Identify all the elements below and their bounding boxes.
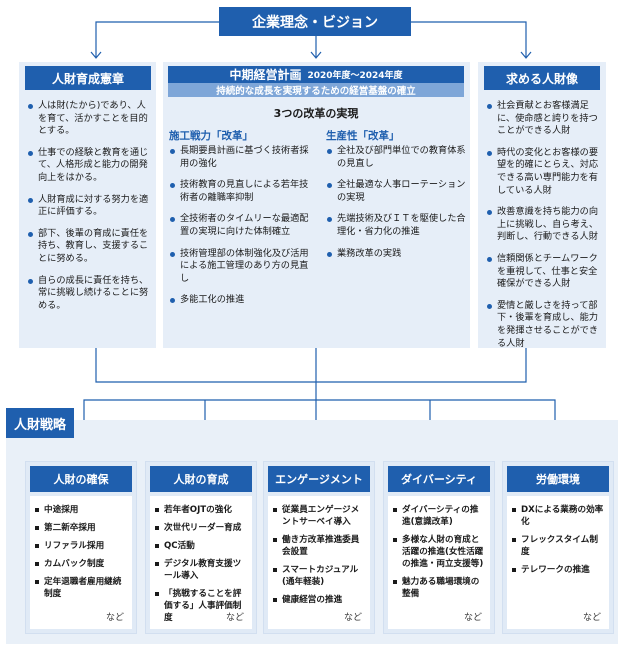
productivity-reform-item: 全社及び部門単位での教育体系の見直し [326,145,466,170]
strategy-title: 労働環境 [507,466,609,492]
strategy-item: カムバック制度 [35,558,128,570]
construction-reform-item: 技術管理部の体制強化及び活用による施工管理のあり方の見直し [169,248,317,286]
ideal-person-item: 信頼関係とチームワークを重視して、仕事と安全確保ができる人財 [486,253,602,291]
strategy-card: 人財の確保中途採用第二新卒採用リファラル採用カムバック制度定年退職者雇用継続制度… [25,461,137,634]
strategy-items-box: 若年者OJTの強化次世代リーダー育成 QC活動デジタル教育支援ツール導入「挑戦する… [150,496,252,629]
etc-label: など [463,613,482,623]
plan-title: 中期経営計画 2020年度〜2024年度 [168,66,464,83]
strategy-title: 人財の確保 [30,466,132,492]
strategy-item: デジタル教育支援ツール導入 [155,558,248,582]
ideal-person-item: 時代の変化とお客様の要望を的確にとらえ、対応できる高い専門能力を有している人財 [486,147,602,197]
strategy-item: 働き方改革推進委員会設置 [273,534,366,558]
center-panel [163,62,470,348]
construction-reform-item: 技術教育の見直しによる若年技術者の離職率抑制 [169,179,317,204]
productivity-reform-item: 業務改革の実践 [326,248,466,261]
strategy-item: スマートカジュアル(通年軽装) [273,564,366,588]
reform-heading: 3つの改革の実現 [273,107,359,120]
reform-col2-title: 生産性「改革」 [326,130,400,142]
plan-subtitle: 持続的な成長を実現するための経営基盤の確立 [168,83,464,97]
strategy-item: フレックスタイム制度 [512,534,605,558]
arrow-left [90,51,102,59]
left-panel [19,62,156,348]
etc-label: など [343,613,362,623]
strategy-items-box: DXによる業務の効率化フレックスタイム制度テレワークの推進など [507,496,609,629]
arrow-center [310,51,322,59]
strategy-items-box: ダイバーシティの推進(意識改革) 多様な人財の育成と活躍の推進(女性活躍の推進・両… [388,496,490,629]
charter-item: 人は財(たから)であり、人を育て、活かすことを目的とする。 [27,100,151,138]
strategy-item: 若年者OJTの強化 [155,504,248,516]
strategy-item: ダイバーシティの推進(意識改革) [393,504,486,528]
strategy-items-box: 中途採用第二新卒採用リファラル採用カムバック制度定年退職者雇用継続制度など [30,496,132,629]
strategy-item: リファラル採用 [35,540,128,552]
productivity-reform-item: 先端技術及びＩＴを駆使した合理化・省力化の推進 [326,213,466,238]
strategy-item: 魅力ある職場環境の整備 [393,576,486,600]
strategy-card: ダイバーシティダイバーシティの推進(意識改革) 多様な人財の育成と活躍の推進(女性… [383,461,495,634]
construction-reform-item: 多能工化の推進 [169,294,317,307]
etc-label: など [582,613,601,623]
charter-item: 自らの成長に責任を持ち、常に挑戦し続けることに努める。 [27,275,151,313]
charter-item: 仕事での経験と教育を通じて、人格形成と能力の開発向上をはかる。 [27,147,151,185]
etc-label: など [105,613,124,623]
ideal-person-item: 改善意識を持ち能力の向上に挑戦し、自ら考え、判断し、行動できる人財 [486,206,602,244]
left-list: 人は財(たから)であり、人を育て、活かすことを目的とする。仕事での経験と教育を通… [27,100,151,321]
strategy-item: 従業員エンゲージメントサーベイ導入 [273,504,366,528]
ideal-person-item: 愛情と厳しさを持って部下・後輩を育成し、能力を発揮させることができる人財 [486,300,602,350]
strategy-label: 人財戦略 [6,408,74,438]
arrow-right [520,51,532,59]
strategy-item: 中途採用 [35,504,128,516]
charter-item: 部下、後輩の育成に責任を持ち、教育し、支援することに努める。 [27,228,151,266]
plan-period: 2020年度〜2024年度 [307,71,403,81]
strategy-card: エンゲージメント従業員エンゲージメントサーベイ導入働き方改革推進委員会設置スマー… [263,461,375,634]
strategy-title: エンゲージメント [268,466,370,492]
right-title: 求める人財像 [484,66,600,90]
strategy-title: ダイバーシティ [388,466,490,492]
reform-col1-list: 長期要員計画に基づく技術者採用の強化技術教育の見直しによる若年技術者の離職率抑制… [169,145,317,316]
strategy-item: 健康経営の推進 [273,594,366,606]
strategy-item: 第二新卒採用 [35,522,128,534]
strategy-title: 人財の育成 [150,466,252,492]
productivity-reform-item: 全社最適な人事ローテーションの実現 [326,179,466,204]
vision-header: 企業理念・ビジョン [219,7,411,36]
right-panel [478,62,606,348]
strategy-card: 人財の育成若年者OJTの強化次世代リーダー育成 QC活動デジタル教育支援ツール導入… [145,461,257,634]
strategy-card: 労働環境 DXによる業務の効率化フレックスタイム制度テレワークの推進など [502,461,614,634]
strategy-item: 次世代リーダー育成 [155,522,248,534]
left-title: 人財育成憲章 [25,66,151,90]
strategy-item: テレワークの推進 [512,564,605,576]
strategy-items-box: 従業員エンゲージメントサーベイ導入働き方改革推進委員会設置スマートカジュアル(通… [268,496,370,629]
right-list: 社会貢献とお客様満足に、使命感と誇りを持つことができる人財時代の変化とお客様の要… [486,100,602,359]
strategy-item: 定年退職者雇用継続制度 [35,576,128,600]
strategy-item: 「挑戦することを評価する」人事評価制度 [155,588,248,624]
construction-reform-item: 長期要員計画に基づく技術者採用の強化 [169,145,317,170]
etc-label: など [225,613,244,623]
strategy-item: QC活動 [155,540,248,552]
reform-col2-list: 全社及び部門単位での教育体系の見直し全社最適な人事ローテーションの実現先端技術及… [326,145,466,269]
strategy-item: DXによる業務の効率化 [512,504,605,528]
ideal-person-item: 社会貢献とお客様満足に、使命感と誇りを持つことができる人財 [486,100,602,138]
merge-lines [95,348,527,383]
strategy-item: 多様な人財の育成と活躍の推進(女性活躍の推進・両立支援等) [393,534,486,570]
construction-reform-item: 全技術者のタイムリーな最適配置の実現に向けた体制確立 [169,213,317,238]
charter-item: 人財育成に対する努力を適正に評価する。 [27,194,151,219]
reform-col1-title: 施工戦力「改革」 [169,130,253,142]
plan-name: 中期経営計画 [229,68,302,82]
